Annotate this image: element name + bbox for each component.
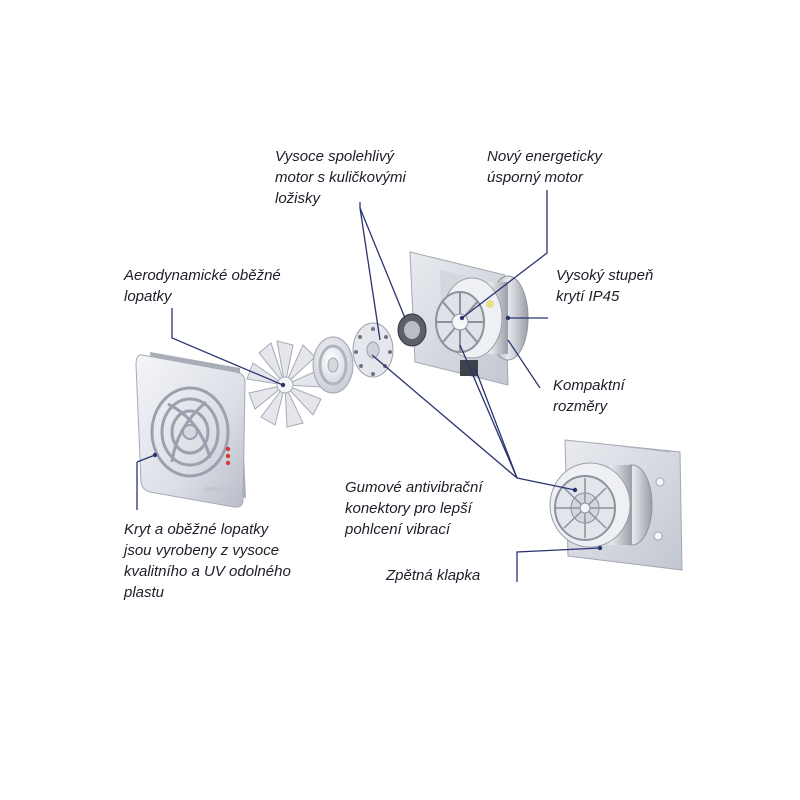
callout-cover-plastic: Kryt a oběžné lopatky jsou vyrobeny z vy… (124, 521, 291, 601)
front-cover (135, 352, 246, 508)
callout-compact: Kompaktní rozměry (553, 377, 625, 415)
callout-energy-motor: Nový energeticky úsporný motor (487, 148, 603, 186)
callout-backdraft-flap: Zpětná klapka (386, 567, 481, 584)
callout-ip45: Vysoký stupeň krytí IP45 (556, 267, 654, 305)
assembled-fan-rear (549, 439, 683, 571)
callout-rubber-connectors: Gumové antivibrační konektory pro lepší … (345, 479, 483, 538)
motor-mount-ring (312, 336, 354, 394)
motor-assembly (397, 251, 529, 386)
impeller-blades (246, 340, 324, 428)
leader-lines (136, 190, 601, 582)
antivibration-disc (352, 322, 394, 378)
callout-motor-bearings: Vysoce spolehlivý motor s kuličkovými lo… (275, 148, 406, 207)
callout-blades: Aerodynamické oběžné lopatky (124, 267, 281, 305)
